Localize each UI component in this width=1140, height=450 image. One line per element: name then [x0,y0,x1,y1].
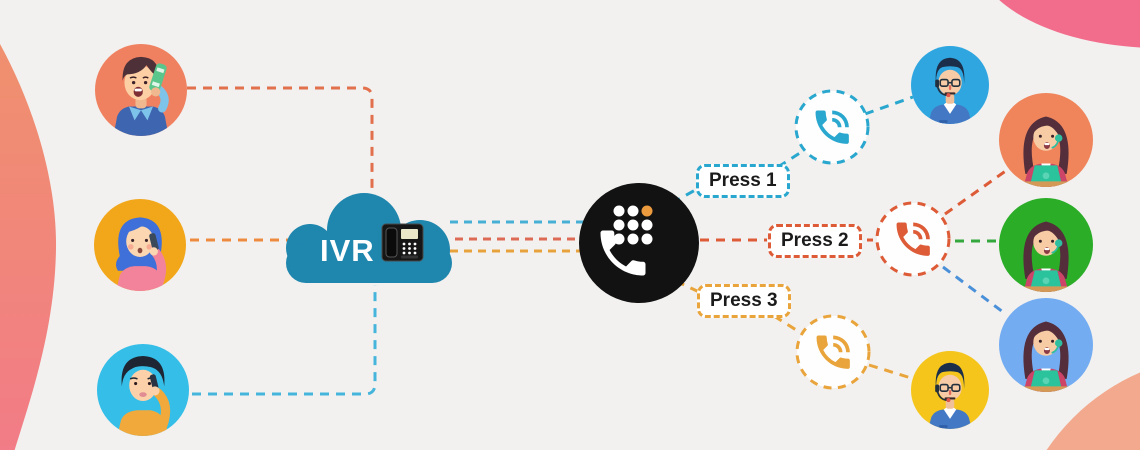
male-agent-headset-icon [928,57,972,124]
person-on-phone-icon [116,217,167,291]
dark-handset-icon [149,374,159,390]
line-press3-to-circle [773,314,802,335]
glasses-icon [939,78,961,87]
male-agent-headset-icon [928,362,972,429]
desk-phone-icon [381,223,424,262]
phone-in-talk-icon [794,89,870,165]
line-circle2-to-agent2 [944,168,1008,216]
dark-handset-icon [149,233,159,251]
caller-2-avatar [94,199,186,291]
agent-5-avatar [911,351,989,429]
agent-2-avatar [999,93,1093,187]
glasses-icon [939,383,961,392]
female-agent-laptop-icon [1006,321,1086,392]
caller-1-avatar [95,44,187,136]
agent-3-avatar [999,198,1093,292]
dialpad-dots [613,205,653,245]
option-2-phone-circle [874,200,952,278]
person-on-phone-icon [117,355,171,436]
phone-in-talk-icon [875,201,951,277]
option-1-phone-circle [793,88,871,166]
dialpad-phone-icon [600,205,653,276]
headset-icon [935,79,951,98]
press-3-label: Press 3 [697,284,791,318]
line-circle2-to-agent4 [942,265,1008,317]
press-1-label: Press 1 [696,164,790,198]
headset-icon [1051,239,1063,254]
person-on-phone-icon [113,56,169,136]
dialpad-hub [579,183,699,303]
ivr-cloud: IVR [286,193,452,283]
agent-4-avatar [999,298,1093,392]
agent-1-avatar [911,46,989,124]
caller-3-avatar [97,344,189,436]
headset-icon [935,384,951,403]
female-agent-laptop-icon [1006,221,1086,292]
ivr-label: IVR [320,233,375,268]
line-caller3-to-cloud [192,285,377,396]
line-caller1-to-cloud [187,86,374,205]
headset-icon [1051,339,1063,354]
line-circle1-to-agent [864,95,914,116]
headset-icon [1051,134,1063,149]
press-2-label: Press 2 [768,224,862,258]
female-agent-laptop-icon [1006,116,1086,187]
phone-in-talk-icon [795,314,871,390]
green-handset-icon [149,63,167,92]
option-3-phone-circle [794,313,872,391]
line-circle3-to-agent [868,363,912,380]
